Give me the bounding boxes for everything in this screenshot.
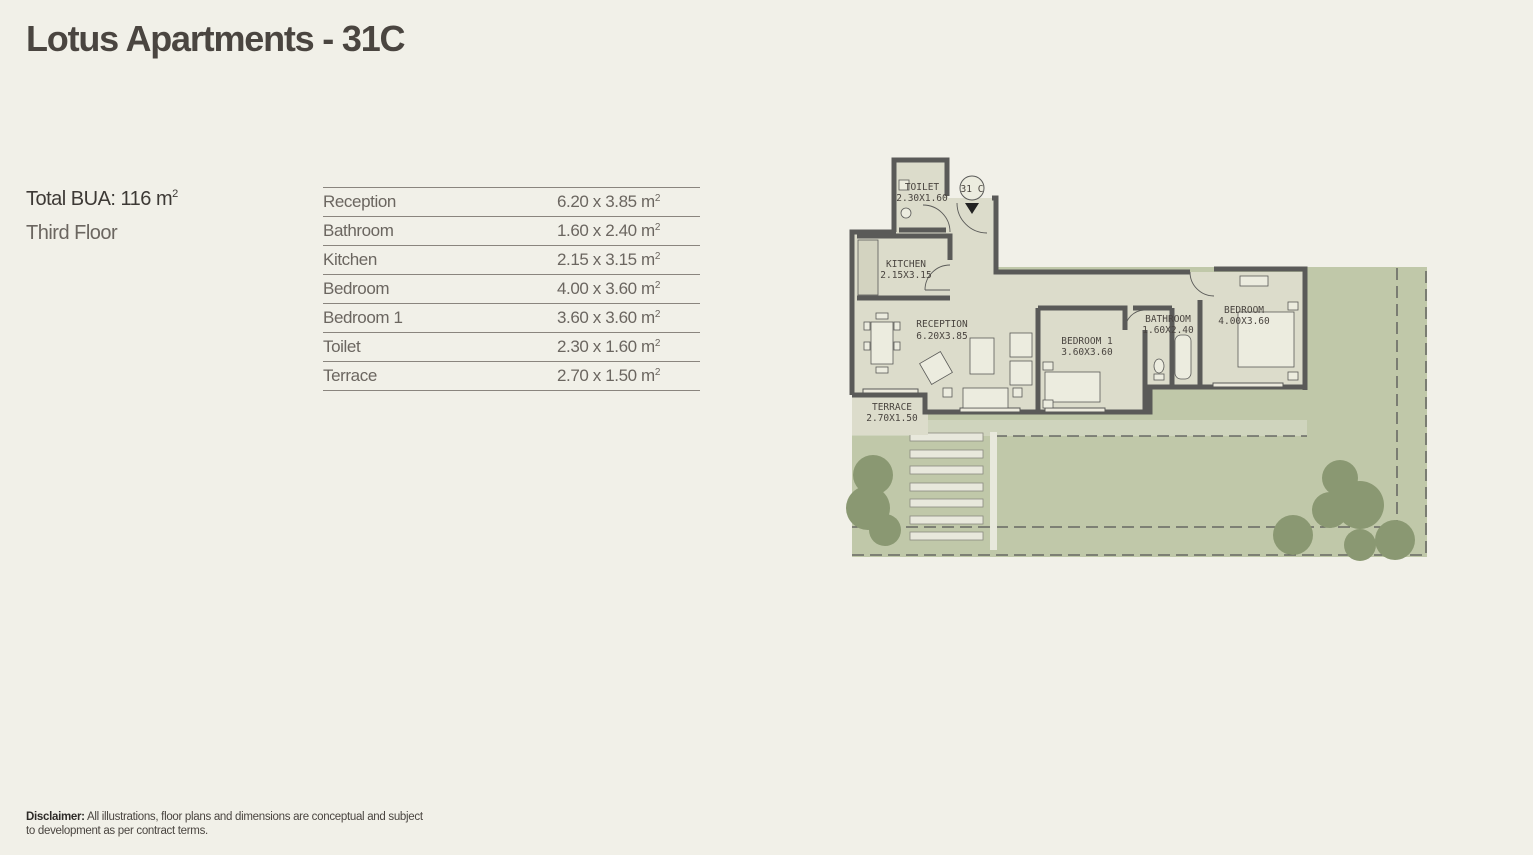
plan-label-terrace-dim: 2.70X1.50 [866, 413, 918, 424]
plan-label-bedroom1-dim: 3.60X3.60 [1061, 347, 1113, 358]
entrance-arrow-icon [965, 203, 979, 214]
unit-tag-label: 31 C [961, 184, 984, 195]
table-row: Terrace 2.70 x 1.50 m2 [323, 362, 700, 391]
furniture [857, 179, 1299, 409]
room-name: Toilet [323, 337, 361, 356]
plan-label-toilet: TOILET [905, 182, 940, 193]
room-dimension-sup: 2 [654, 309, 661, 320]
floor-plan: 31 C TOILET 2.30X1.60 KITCHEN 2.15X3.15 … [846, 157, 1427, 561]
disclaimer-label: Disclaimer: [26, 811, 85, 823]
plan-label-bedroom: BEDROOM [1224, 305, 1264, 316]
room-dimension-sup: 2 [654, 338, 661, 349]
room-dimension-value: 2.15 x 3.15 m [557, 250, 655, 269]
plan-label-bedroom1: BEDROOM 1 [1061, 336, 1113, 347]
floor-level: Third Floor [26, 222, 118, 244]
path-strip [990, 432, 997, 550]
plan-label-reception: RECEPTION [916, 319, 968, 330]
room-dimensions-table: Reception 6.20 x 3.85 m2 Bathroom 1.60 x… [323, 187, 700, 391]
total-bua: Total BUA: 116 m2 [26, 188, 178, 211]
plan-label-bedroom-dim: 4.00X3.60 [1218, 316, 1270, 327]
table-row: Bathroom 1.60 x 2.40 m2 [323, 217, 700, 246]
room-dimension-value: 6.20 x 3.85 m [557, 192, 655, 211]
room-name: Bathroom [323, 221, 394, 240]
room-dimension: 1.60 x 2.40 m2 [557, 221, 700, 241]
apartment-floor [852, 160, 1305, 412]
room-name: Reception [323, 192, 396, 211]
room-dimension-sup: 2 [654, 222, 661, 233]
table-row: Kitchen 2.15 x 3.15 m2 [323, 246, 700, 275]
room-dimension: 3.60 x 3.60 m2 [557, 308, 700, 328]
table-row: Reception 6.20 x 3.85 m2 [323, 188, 700, 217]
table-row: Bedroom 1 3.60 x 3.60 m2 [323, 304, 700, 333]
room-name: Kitchen [323, 250, 377, 269]
plan-label-reception-dim: 6.20X3.85 [916, 331, 967, 342]
room-dimension-sup: 2 [654, 280, 661, 291]
stepping-stones [909, 432, 984, 541]
room-name: Bedroom 1 [323, 308, 403, 327]
walls [849, 157, 1308, 415]
table-row: Bedroom 4.00 x 3.60 m2 [323, 275, 700, 304]
plan-label-bathroom-dim: 1.60X2.40 [1142, 325, 1194, 336]
room-dimension-sup: 2 [654, 367, 661, 378]
room-dimension-value: 4.00 x 3.60 m [557, 279, 655, 298]
page-title: Lotus Apartments - 31C [26, 18, 406, 59]
room-dimension: 2.15 x 3.15 m2 [557, 250, 700, 270]
room-dimension-value: 3.60 x 3.60 m [557, 308, 655, 327]
total-bua-text: Total BUA: 116 m [26, 188, 173, 210]
garden-edge [852, 420, 1307, 436]
room-dimension-value: 1.60 x 2.40 m [557, 221, 655, 240]
room-dimension: 6.20 x 3.85 m2 [557, 192, 700, 212]
room-dimension: 4.00 x 3.60 m2 [557, 279, 700, 299]
total-bua-unit-sup: 2 [172, 188, 178, 200]
plan-label-bathroom: BATHROOM [1145, 314, 1191, 325]
unit-tag: 31 C [959, 175, 985, 214]
plan-label-kitchen-dim: 2.15X3.15 [880, 270, 931, 281]
plan-label-toilet-dim: 2.30X1.60 [896, 193, 948, 204]
plan-label-terrace: TERRACE [872, 402, 912, 413]
room-dimension-sup: 2 [654, 193, 661, 204]
table-row: Toilet 2.30 x 1.60 m2 [323, 333, 700, 362]
room-name: Terrace [323, 366, 377, 385]
doors [922, 202, 1215, 331]
room-dimension-value: 2.30 x 1.60 m [557, 337, 655, 356]
room-name: Bedroom [323, 279, 390, 298]
room-dimension-sup: 2 [654, 251, 661, 262]
disclaimer: Disclaimer: All illustrations, floor pla… [26, 810, 426, 838]
room-dimension-value: 2.70 x 1.50 m [557, 366, 655, 385]
disclaimer-text: All illustrations, floor plans and dimen… [26, 811, 423, 837]
room-dimension: 2.70 x 1.50 m2 [557, 366, 700, 386]
room-dimension: 2.30 x 1.60 m2 [557, 337, 700, 357]
terrace-floor [852, 395, 928, 435]
windows [862, 382, 1284, 413]
plan-label-kitchen: KITCHEN [886, 259, 926, 270]
garden-boundary-outer [852, 268, 1427, 556]
tree-icon [846, 455, 1415, 561]
